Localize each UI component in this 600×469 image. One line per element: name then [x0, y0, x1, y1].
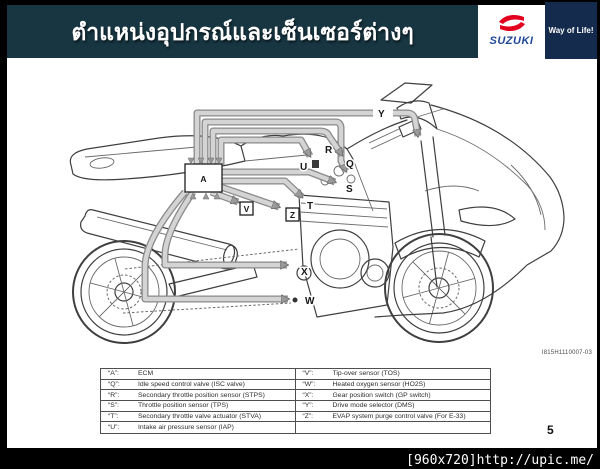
- table-row: “S”: Throttle position sensor (TPS): [101, 401, 295, 412]
- label-R: R: [325, 145, 333, 156]
- route-S: [222, 168, 335, 186]
- table-row: “Z”: EVAP system purge control valve (For…: [295, 412, 490, 423]
- legend-right-column: “V”: Tip-over sensor (TOS) “W”: Heated oxy…: [295, 369, 491, 433]
- table-row: “U”: Intake air pressure sensor (IAP): [101, 422, 295, 433]
- tos-box: V: [239, 201, 254, 216]
- route-W: [141, 189, 288, 299]
- legend-desc: ECM: [138, 370, 154, 378]
- legend-desc: Secondary throttle valve actuator (STVA): [138, 412, 262, 420]
- route-Y: [193, 109, 418, 165]
- legend-code: “R”:: [108, 391, 120, 399]
- rear-wheel: [72, 240, 176, 344]
- legend-desc: Idle speed control valve (ISC valve): [138, 380, 245, 388]
- suzuki-s-icon: [498, 14, 525, 32]
- label-A: A: [200, 174, 206, 184]
- route-X: [161, 190, 287, 265]
- legend-code: “U”:: [108, 424, 120, 432]
- label-U: U: [300, 162, 307, 173]
- route-V: [209, 188, 238, 206]
- table-row: “X”: Gear position switch (GP switch): [295, 390, 490, 401]
- header-bar: ตำแหน่งอุปกรณ์และเซ็นเซอร์ต่างๆ: [7, 5, 478, 58]
- legend-code: “Y”:: [302, 402, 314, 410]
- slide-area: ตำแหน่งอุปกรณ์และเซ็นเซอร์ต่างๆ SUZUKI W…: [7, 2, 597, 448]
- legend-desc: Gear position switch (GP switch): [332, 391, 431, 399]
- legend-desc: Heated oxygen sensor (HO2S): [332, 380, 426, 388]
- label-Q: Q: [346, 159, 354, 170]
- legend-desc: Tip-over sensor (TOS): [332, 370, 400, 378]
- label-X: X: [301, 267, 308, 278]
- evap-box: Z: [285, 207, 300, 222]
- legend-desc: Intake air pressure sensor (IAP): [138, 424, 234, 432]
- legend-code: “A”:: [108, 370, 119, 378]
- table-row: [296, 422, 491, 433]
- ecm-box: A: [184, 157, 223, 200]
- legend-code: “Z”:: [302, 412, 314, 420]
- label-Z: Z: [290, 210, 295, 220]
- label-Y: Y: [378, 109, 385, 120]
- route-Z: [219, 183, 279, 211]
- suzuki-logo: SUZUKI: [478, 5, 545, 57]
- wiring-routes: [141, 109, 418, 303]
- legend-code: “T”:: [108, 412, 119, 420]
- label-S: S: [346, 184, 353, 195]
- ho2s-point: [292, 297, 298, 303]
- legend-left-column: “A”: ECM “Q”: Idle speed control valve (IS…: [101, 369, 296, 433]
- route-U: [217, 136, 314, 165]
- legend-table: “A”: ECM “Q”: Idle speed control valve (IS…: [100, 368, 491, 434]
- legend-code: “S”:: [108, 402, 119, 410]
- way-of-life-box: Way of Life!: [545, 2, 597, 59]
- label-W: W: [305, 296, 315, 307]
- route-Q: [209, 127, 345, 165]
- label-T: T: [307, 201, 313, 212]
- front-wheel: [384, 233, 494, 343]
- table-row: “Y”: Drive mode selector (DMS): [295, 401, 490, 412]
- table-row: “T”: Secondary throttle valve actuator (S…: [101, 412, 295, 423]
- figure-code: I815H1110007-03: [541, 350, 592, 356]
- legend-code: “W”:: [302, 380, 316, 388]
- legend-desc: EVAP system purge control valve (For E-3…: [332, 412, 466, 420]
- label-V: V: [244, 204, 250, 214]
- motorcycle-line-art: [69, 82, 565, 344]
- legend-code: “V”:: [302, 370, 314, 378]
- legend-desc: Throttle position sensor (TPS): [138, 402, 229, 410]
- table-row: “V”: Tip-over sensor (TOS): [295, 369, 490, 380]
- legend-desc: Drive mode selector (DMS): [332, 402, 415, 410]
- table-row: “W”: Heated oxygen sensor (HO2S): [295, 380, 490, 391]
- legend-code: “Q”:: [108, 380, 120, 388]
- table-row: “Q”: Idle speed control valve (ISC valve): [101, 380, 295, 391]
- route-R: [201, 118, 350, 171]
- page-number: 5: [547, 423, 554, 437]
- table-row: “A”: ECM: [101, 369, 295, 380]
- engine: [296, 160, 394, 318]
- legend-desc: Secondary throttle position sensor (STPS…: [138, 391, 265, 399]
- watermark-url: [960x720]http://upic.me/: [406, 453, 594, 468]
- tagline-text: Way of Life!: [548, 26, 594, 35]
- suzuki-wordmark: SUZUKI: [489, 35, 534, 47]
- route-T: [222, 177, 305, 200]
- motorcycle-sensor-diagram: A V Z Y R Q U S T X W: [69, 82, 565, 344]
- legend-code: “X”:: [302, 391, 314, 399]
- table-row: “R”: Secondary throttle position sensor (…: [101, 390, 295, 401]
- page-title: ตำแหน่งอุปกรณ์และเซ็นเซอร์ต่างๆ: [71, 20, 414, 46]
